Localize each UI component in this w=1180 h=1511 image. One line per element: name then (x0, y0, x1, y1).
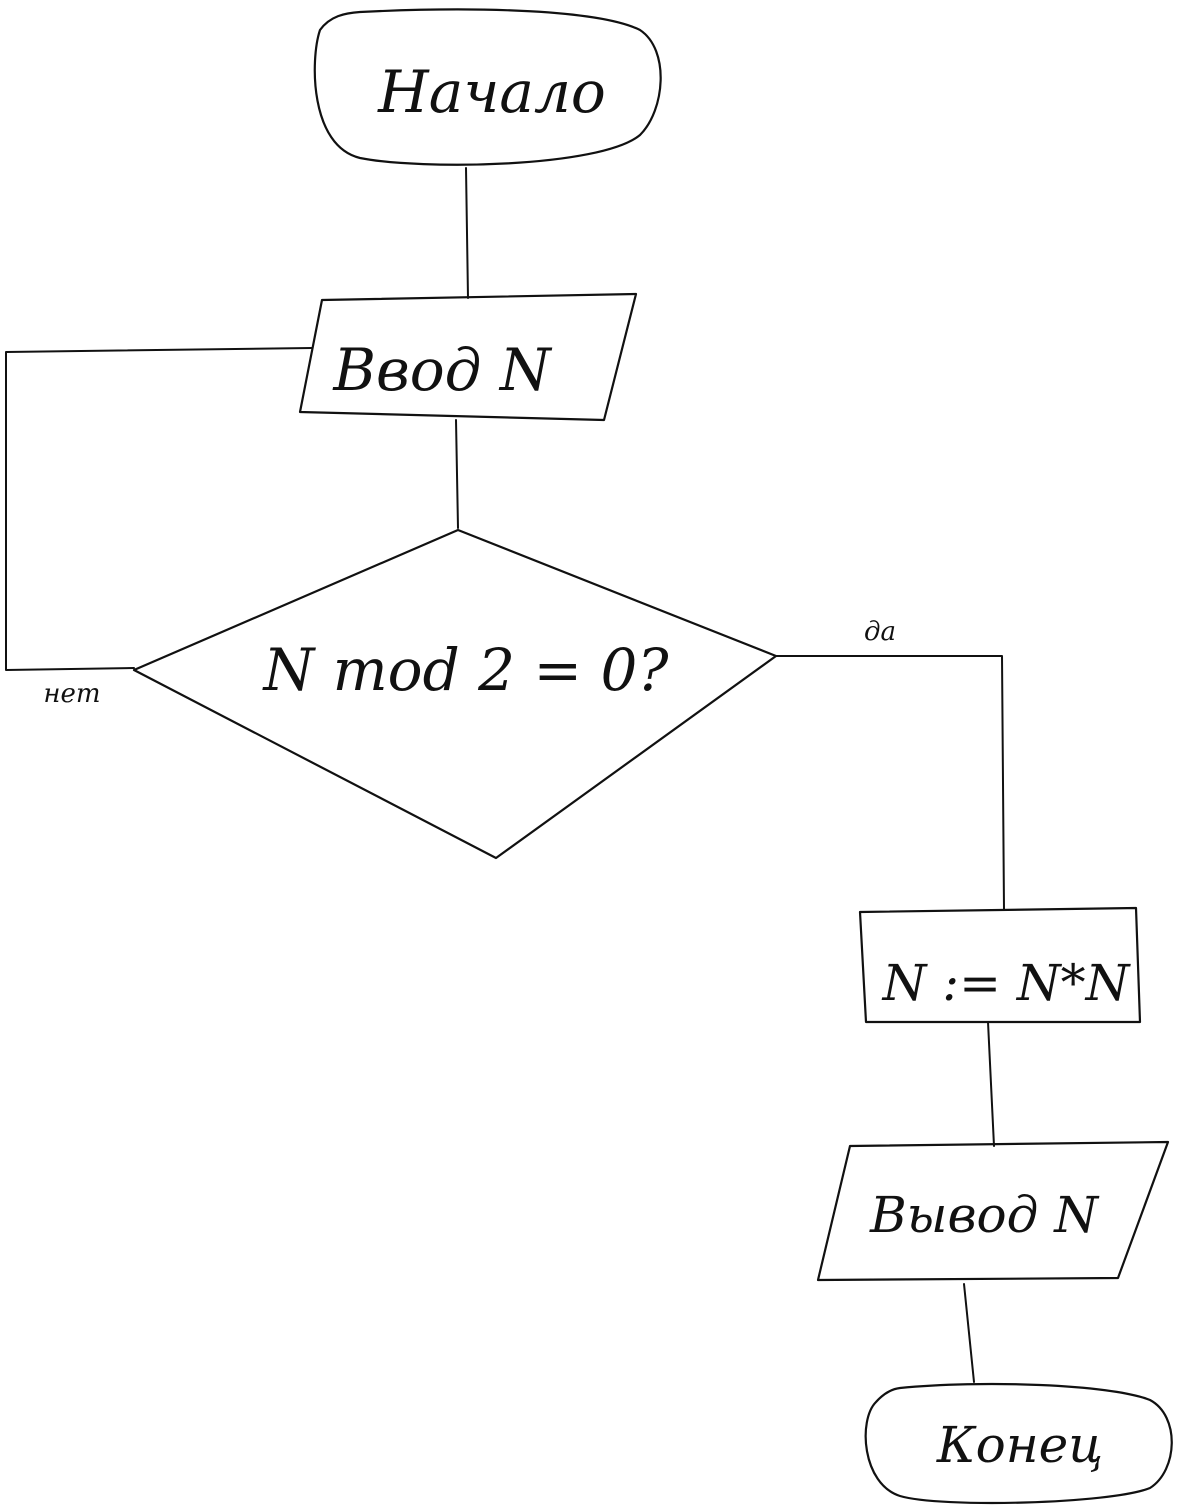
start-terminator-shape (313, 8, 662, 166)
start-terminator: Начало (313, 8, 662, 166)
input-label: Ввод N (332, 336, 552, 404)
decision-diamond-shape (132, 528, 778, 860)
connector-process-output (987, 1021, 995, 1147)
no-branch-label: нет (43, 679, 100, 709)
connector-no-loop (5, 347, 313, 671)
process-box-shape (858, 906, 1142, 1024)
connector-start-input (465, 167, 469, 299)
decision-diamond: N mod 2 = 0? (132, 528, 778, 860)
end-terminator: Конец (864, 1382, 1173, 1505)
connector-output-end (963, 1283, 975, 1383)
process-label: N := N*N (882, 954, 1132, 1012)
input-parallelogram-shape (298, 292, 638, 422)
yes-branch-label: да (864, 617, 896, 647)
process-box: N := N*N (858, 906, 1142, 1024)
output-parallelogram-shape (816, 1140, 1170, 1282)
start-label: Начало (377, 58, 606, 126)
input-parallelogram: Ввод N (298, 292, 638, 422)
end-label: Конец (936, 1416, 1103, 1474)
output-parallelogram: Вывод N (816, 1140, 1170, 1282)
output-label: Вывод N (869, 1186, 1100, 1244)
end-terminator-shape (864, 1382, 1173, 1505)
connector-yes-branch (775, 655, 1005, 911)
decision-label: N mod 2 = 0? (261, 636, 669, 704)
connector-input-decision (455, 419, 459, 529)
